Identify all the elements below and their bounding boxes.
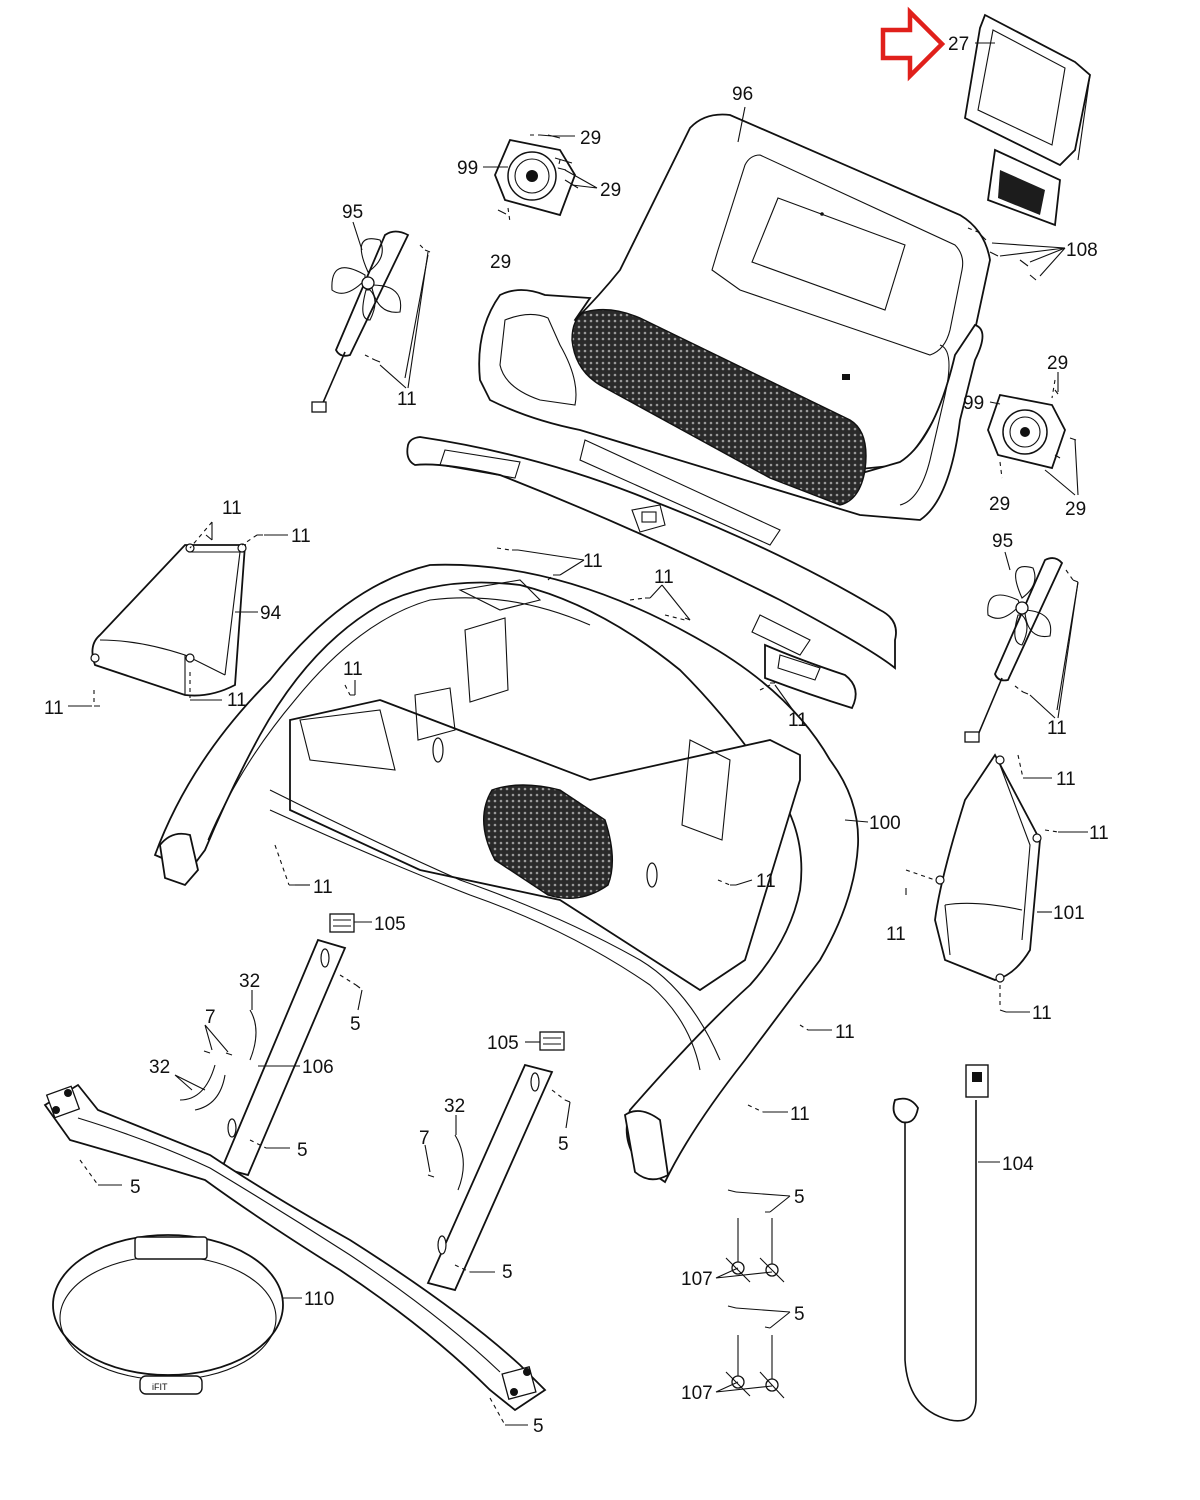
label-5: 5 <box>533 1416 544 1437</box>
part-94-left-side-bin <box>90 543 247 697</box>
label-99: 99 <box>457 158 478 179</box>
label-104: 104 <box>1002 1154 1034 1175</box>
label-11: 11 <box>790 1104 810 1125</box>
label-29: 29 <box>1065 499 1086 520</box>
label-5: 5 <box>350 1014 361 1035</box>
crossbar-base <box>43 1083 547 1412</box>
label-107: 107 <box>681 1383 713 1404</box>
label-29: 29 <box>580 128 601 149</box>
label-95: 95 <box>342 202 363 223</box>
label-11: 11 <box>654 567 674 588</box>
alignment-lines <box>79 134 1074 1426</box>
label-11: 11 <box>1047 718 1067 739</box>
part-106-upright-brace <box>220 938 347 1177</box>
part-96-upper-console <box>406 113 991 710</box>
label-11: 11 <box>1056 769 1076 790</box>
part-27-tablet-holder <box>964 13 1091 227</box>
label-108: 108 <box>1066 240 1098 261</box>
label-95: 95 <box>992 531 1013 552</box>
label-100: 100 <box>869 813 901 834</box>
label-94: 94 <box>260 603 282 624</box>
label-105: 105 <box>487 1033 519 1054</box>
label-11: 11 <box>291 526 311 547</box>
label-5: 5 <box>502 1262 513 1283</box>
label-11: 11 <box>1089 823 1109 844</box>
label-11: 11 <box>313 877 333 898</box>
part-95-fan-lower <box>964 557 1079 743</box>
label-32: 32 <box>444 1096 465 1117</box>
part-106-upright-brace-right <box>426 1063 554 1292</box>
label-5: 5 <box>297 1140 308 1161</box>
label-7: 7 <box>419 1128 430 1149</box>
callout-labels: 27 96 29 99 29 95 29 108 29 11 99 29 29 … <box>44 34 1109 1437</box>
part-32-wire-a <box>179 1009 257 1111</box>
part-104-cable <box>892 1064 989 1422</box>
part-99-speaker-lower <box>987 379 1066 479</box>
label-11: 11 <box>397 389 417 410</box>
part-107-mount-b <box>725 1335 785 1399</box>
label-5: 5 <box>130 1177 141 1198</box>
strap-logo: iFIT <box>152 1382 168 1392</box>
label-7: 7 <box>205 1007 216 1028</box>
highlight-arrow-icon <box>880 6 946 82</box>
label-29: 29 <box>989 494 1010 515</box>
leader-lines <box>68 42 1088 1426</box>
label-11: 11 <box>835 1022 855 1043</box>
label-11: 11 <box>343 659 363 680</box>
label-11: 11 <box>756 871 776 892</box>
label-29: 29 <box>490 252 511 273</box>
part-107-mount-a <box>725 1218 785 1283</box>
label-106: 106 <box>302 1057 334 1078</box>
label-32: 32 <box>149 1057 170 1078</box>
label-99: 99 <box>963 393 984 414</box>
label-11: 11 <box>44 698 64 719</box>
part-105-clip-b <box>539 1031 565 1051</box>
label-5: 5 <box>794 1304 805 1325</box>
label-29: 29 <box>600 180 621 201</box>
part-105-clip-a <box>329 913 355 933</box>
label-96: 96 <box>732 84 753 105</box>
part-110-chest-strap <box>52 1234 284 1395</box>
label-11: 11 <box>788 710 808 731</box>
label-32: 32 <box>239 971 260 992</box>
part-95-fan-upper <box>311 230 429 413</box>
part-99-speaker-upper <box>494 134 579 223</box>
label-105: 105 <box>374 914 406 935</box>
label-11: 11 <box>222 498 242 519</box>
label-27: 27 <box>948 34 969 55</box>
label-11: 11 <box>886 924 906 945</box>
label-110: 110 <box>304 1289 334 1310</box>
label-101: 101 <box>1053 903 1085 924</box>
part-101-right-side-bin <box>934 753 1042 983</box>
screw-group <box>94 134 1079 1426</box>
label-29: 29 <box>1047 353 1068 374</box>
label-11: 11 <box>1032 1003 1052 1024</box>
label-107: 107 <box>681 1269 713 1290</box>
label-11: 11 <box>583 551 603 572</box>
label-11: 11 <box>227 690 247 711</box>
label-5: 5 <box>558 1134 569 1155</box>
label-5: 5 <box>794 1187 805 1208</box>
part-32-wire-b <box>454 1134 464 1191</box>
part-100-console-base <box>153 563 859 1184</box>
